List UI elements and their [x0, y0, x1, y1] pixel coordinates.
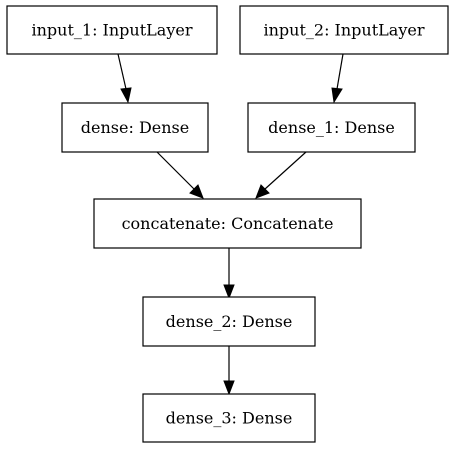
- node-label-input_2: input_2: InputLayer: [264, 21, 425, 40]
- node-input_1: input_1: InputLayer: [6, 5, 218, 55]
- edge-dense-concatenate: [156, 151, 204, 199]
- node-dense_3: dense_3: Dense: [142, 393, 316, 443]
- node-dense_2: dense_2: Dense: [142, 296, 316, 347]
- edge-concatenate-dense_2: [223, 248, 235, 300]
- node-label-dense: dense: Dense: [81, 118, 189, 137]
- node-dense_1: dense_1: Dense: [247, 102, 416, 153]
- node-label-concatenate: concatenate: Concatenate: [122, 214, 334, 233]
- node-concatenate: concatenate: Concatenate: [93, 198, 362, 249]
- node-label-dense_1: dense_1: Dense: [268, 118, 395, 137]
- node-label-input_1: input_1: InputLayer: [32, 21, 193, 40]
- edge-input_2-dense_1: [331, 53, 344, 104]
- node-label-dense_3: dense_3: Dense: [166, 409, 293, 428]
- node-label-dense_2: dense_2: Dense: [166, 312, 293, 331]
- edge-dense_1-concatenate: [255, 151, 307, 199]
- edge-dense_2-dense_3: [223, 346, 235, 396]
- node-input_2: input_2: InputLayer: [239, 5, 449, 55]
- edge-input_1-dense: [117, 53, 132, 104]
- node-dense: dense: Dense: [61, 102, 209, 153]
